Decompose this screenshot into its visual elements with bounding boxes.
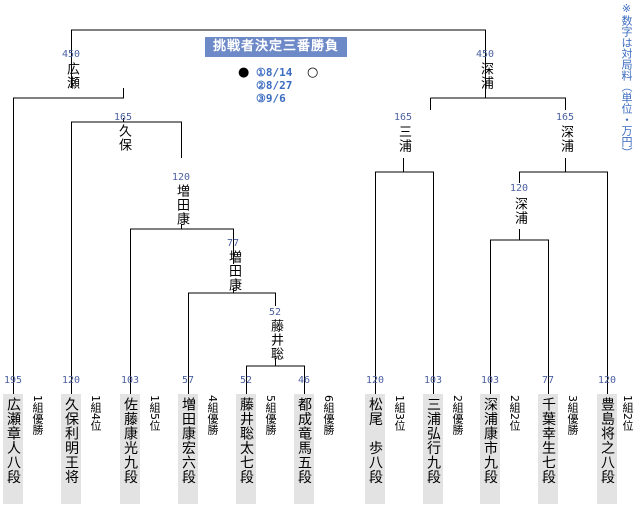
round-fujii-name: 藤井聡 [268,319,283,361]
player-name: 千葉幸生七段 [540,397,556,484]
player-name-box [236,394,256,504]
player-name: 都成竜馬五段 [296,397,312,484]
player-name: 松尾 歩八段 [367,397,383,484]
player-name: 深浦康市九段 [482,397,498,484]
tournament-title: 挑戦者決定三番勝負 [205,37,347,57]
player-name: 増田康宏六段 [180,397,196,484]
game-2-date: ②8/27 [256,79,293,92]
player-name-box [538,394,558,504]
win-mark-icon: ○ [307,65,319,80]
round-masuda-2-fee: 77 [226,238,240,249]
player-name: 豊島将之八段 [599,397,615,484]
round-kubo-fee: 165 [113,112,133,123]
player-fee: 46 [297,375,311,386]
player-name-box [178,394,198,504]
round-masuda-1-fee: 120 [171,172,191,183]
round-kubo-name: 久保 [116,124,131,152]
player-fee: 103 [120,375,140,386]
player-name-box [365,394,385,504]
player-rank: 1組5位 [148,395,161,431]
player-rank: 1組2位 [621,395,634,431]
final-right-name: 深浦 [478,62,493,90]
game-3-date: ③9/6 [256,92,286,105]
round-miura-name: 三浦 [396,125,411,153]
player-fee: 52 [239,375,253,386]
player-fee: 103 [480,375,500,386]
player-rank: 4組優勝 [206,395,219,435]
round-fukaura-1-fee: 165 [555,112,575,123]
final-left-fee: 450 [61,49,81,60]
player-fee: 120 [61,375,81,386]
player-name-box [3,394,23,504]
player-name: 藤井聡太七段 [238,397,254,484]
round-fukaura-2-fee: 120 [509,183,529,194]
player-name-box [294,394,314,504]
loss-mark-icon: ● [238,65,250,80]
player-rank: 1組3位 [393,395,406,431]
player-name: 佐藤康光九段 [122,397,138,484]
player-rank: 3組優勝 [566,395,579,435]
round-fukaura-1-name: 深浦 [558,125,573,153]
game-1-date: ①8/14 [256,66,293,79]
player-fee: 120 [365,375,385,386]
player-rank: 2組2位 [508,395,521,431]
player-name-box [120,394,140,504]
player-rank: 1組4位 [89,395,102,431]
player-name-box [480,394,500,504]
player-name-box [61,394,81,504]
player-rank: 5組優勝 [264,395,277,435]
player-rank: 1組優勝 [31,395,44,435]
player-fee: 120 [597,375,617,386]
fee-note: ※数字は対局料（単位・万円） [620,2,633,158]
final-right-fee: 450 [475,49,495,60]
round-masuda-1-name: 増田康 [174,184,189,226]
player-rank: 2組優勝 [451,395,464,435]
player-rank: 6組優勝 [322,395,335,435]
round-fukaura-2-name: 深浦 [512,197,527,225]
player-fee: 103 [423,375,443,386]
player-name-box [423,394,443,504]
player-fee: 57 [181,375,195,386]
player-fee: 195 [3,375,23,386]
round-fujii-fee: 52 [268,307,282,318]
player-fee: 77 [541,375,555,386]
round-miura-fee: 165 [393,112,413,123]
player-name-box [597,394,617,504]
round-masuda-2-name: 増田康 [226,250,241,292]
player-name: 久保利明王将 [63,397,79,484]
player-name: 広瀬章人八段 [5,397,21,484]
final-left-name: 広瀬 [64,62,79,90]
player-name: 三浦弘行九段 [425,397,441,484]
